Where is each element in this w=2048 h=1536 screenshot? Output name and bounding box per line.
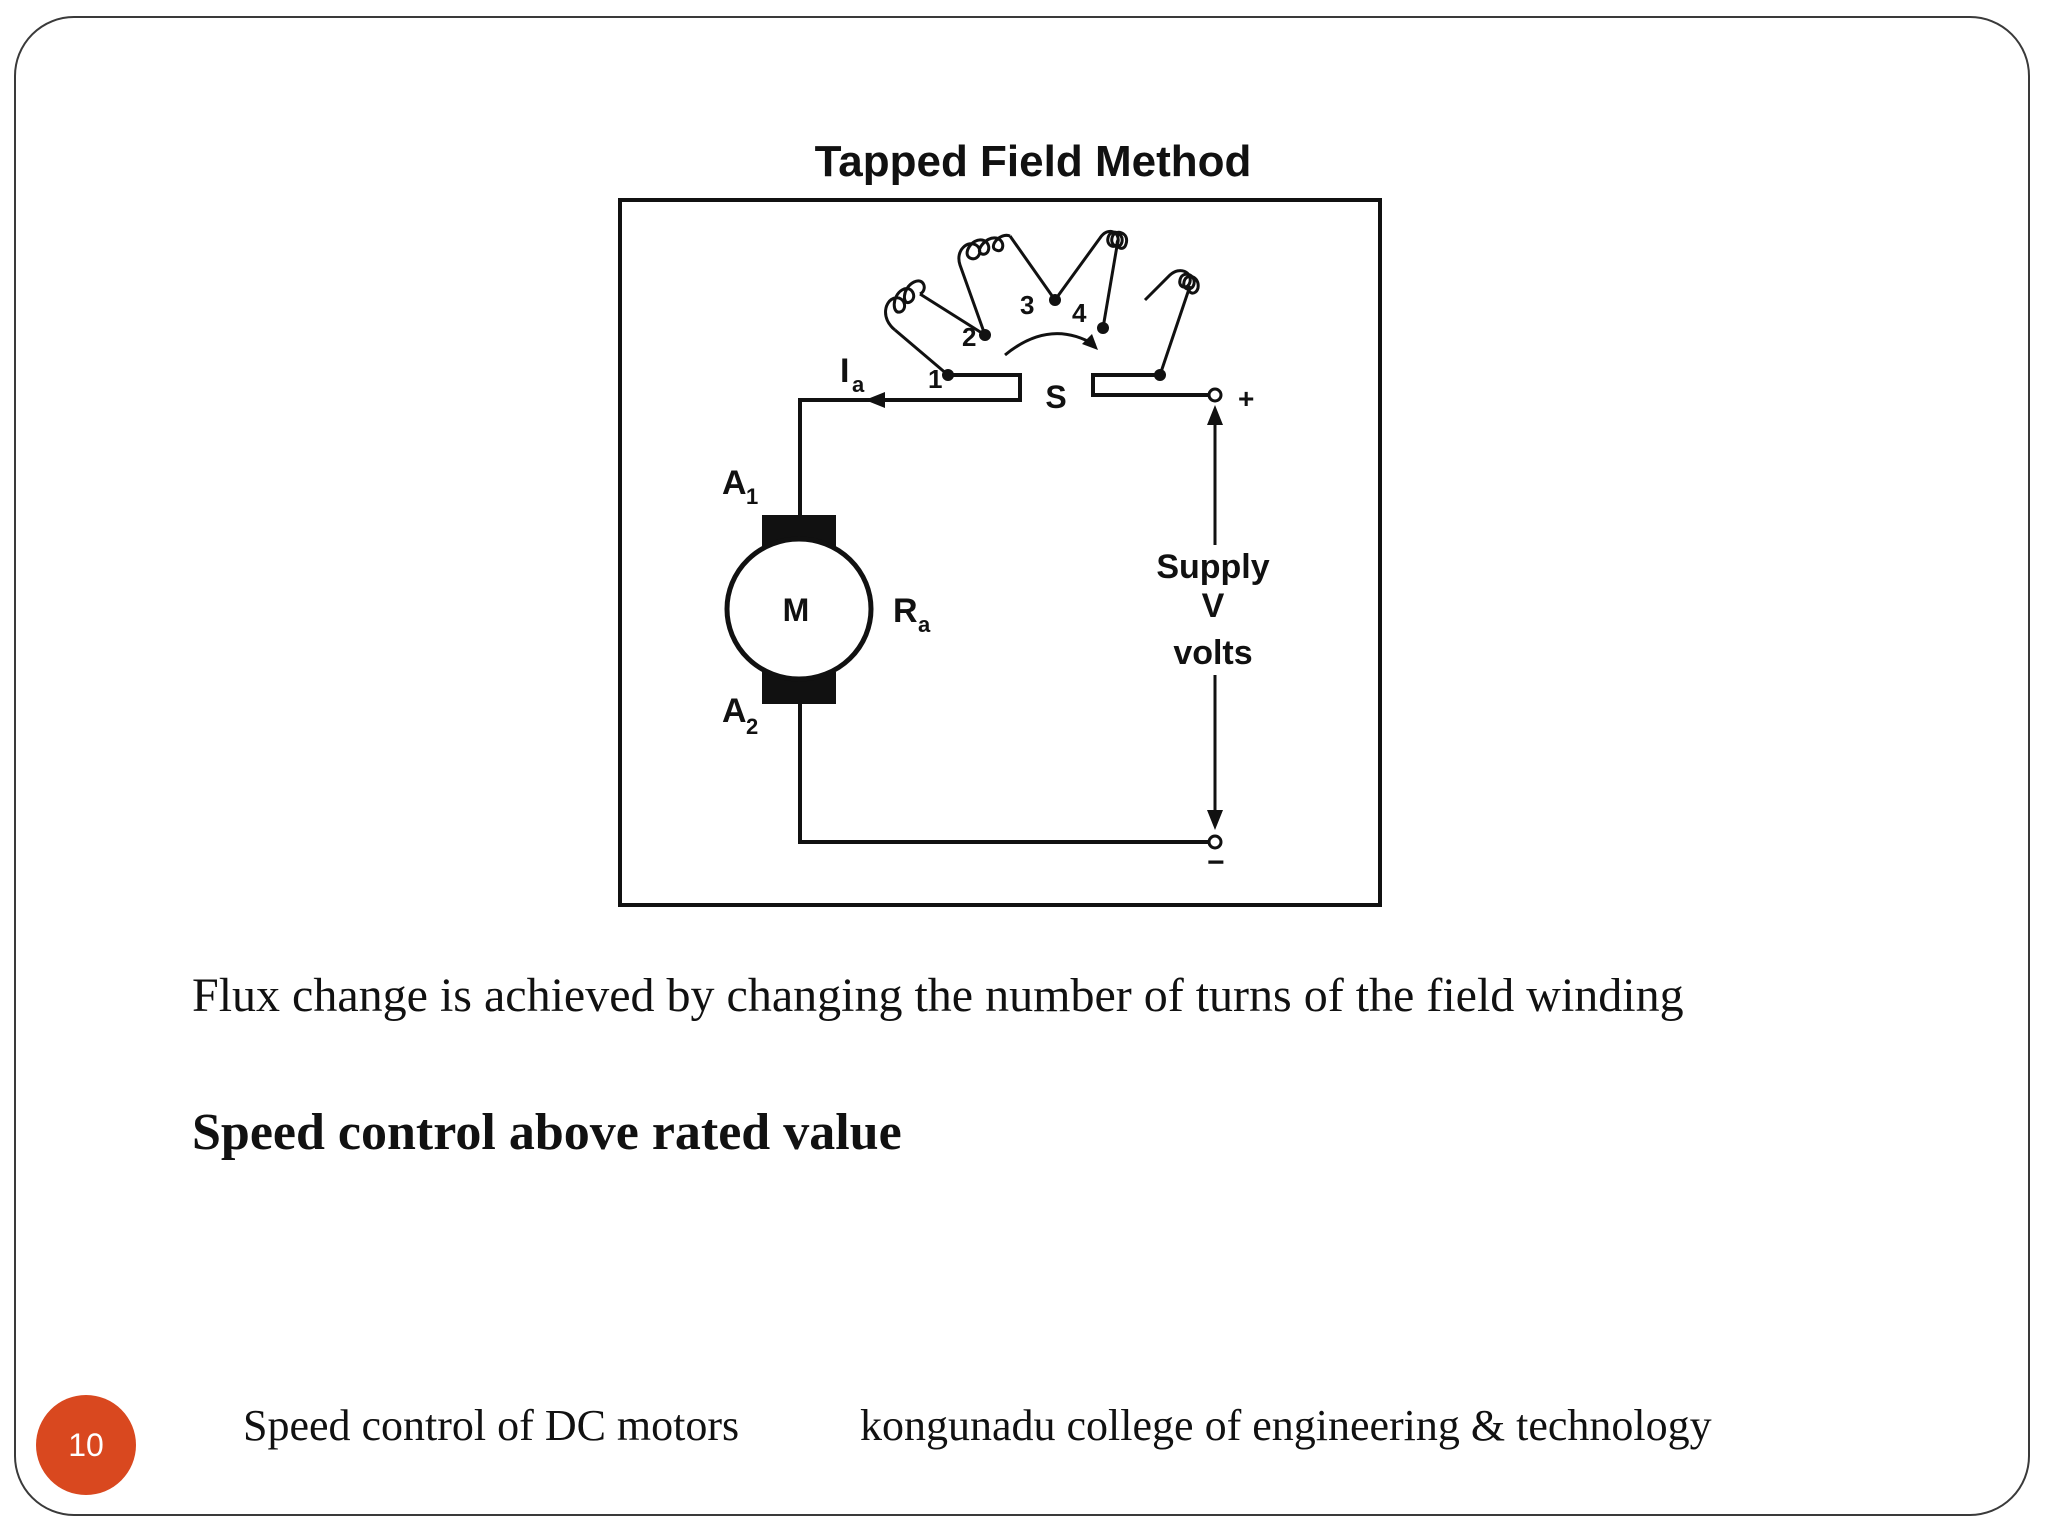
supply-line2: V	[1202, 587, 1225, 625]
switch-arrow-curve	[1004, 332, 1096, 357]
switch-left-contact	[948, 373, 1022, 390]
tap-dot-2	[979, 329, 991, 341]
current-label: I	[840, 352, 849, 390]
terminal-a2: A	[722, 692, 747, 730]
tap-label-2: 2	[962, 322, 976, 352]
motor-label: M	[783, 592, 810, 628]
supply-line1: Supply	[1156, 548, 1269, 586]
terminal-a1: A	[722, 464, 747, 502]
tap-dot-1	[942, 369, 954, 381]
tap-dot-3	[1049, 294, 1061, 306]
footer-left-text: Speed control of DC motors	[243, 1401, 740, 1450]
terminal-a2-sub: 2	[746, 714, 758, 739]
diagram-title: Tapped Field Method	[815, 137, 1252, 186]
body-text: Flux change is achieved by changing the …	[192, 969, 1684, 1022]
supply-arrow-down	[1207, 810, 1223, 830]
diagram-border	[618, 198, 1382, 907]
plus-terminal	[1207, 387, 1223, 403]
footer-right-text: kongunadu college of engineering & techn…	[860, 1401, 1712, 1450]
supply-line3: volts	[1173, 634, 1252, 672]
supply-top-wire	[1091, 388, 1212, 397]
armature-bottom-wire	[798, 704, 1215, 844]
switch-right-contact	[1091, 373, 1160, 390]
resistance-label: R	[893, 592, 918, 630]
circuit-diagram-svg: Tapped Field Method I a M A 1 A 2 R a + …	[618, 137, 1382, 907]
armature-top-wire	[798, 390, 1022, 515]
minus-terminal	[1207, 834, 1223, 850]
current-arrow	[865, 392, 885, 408]
tap-label-3: 3	[1020, 290, 1034, 320]
field-winding	[884, 229, 1200, 377]
tap-dot-4	[1097, 322, 1109, 334]
tap-label-4: 4	[1072, 298, 1087, 328]
minus-sign: −	[1207, 846, 1225, 879]
supply-arrow-up	[1207, 405, 1223, 425]
switch-label: S	[1045, 379, 1066, 415]
terminal-a1-sub: 1	[746, 484, 758, 509]
motor-circle	[724, 536, 874, 682]
circuit-diagram: Tapped Field Method I a M A 1 A 2 R a + …	[618, 137, 1382, 907]
switch-arrow-head	[1082, 334, 1098, 350]
bold-heading: Speed control above rated value	[192, 1104, 902, 1161]
page-number-badge: 10	[36, 1395, 136, 1495]
slide-frame	[14, 16, 2030, 1516]
plus-sign: +	[1238, 383, 1254, 414]
current-sub: a	[852, 372, 865, 397]
tap-label-1: 1	[928, 364, 942, 394]
tap-dot-end	[1154, 369, 1166, 381]
resistance-sub: a	[918, 612, 931, 637]
page-number: 10	[68, 1426, 104, 1463]
